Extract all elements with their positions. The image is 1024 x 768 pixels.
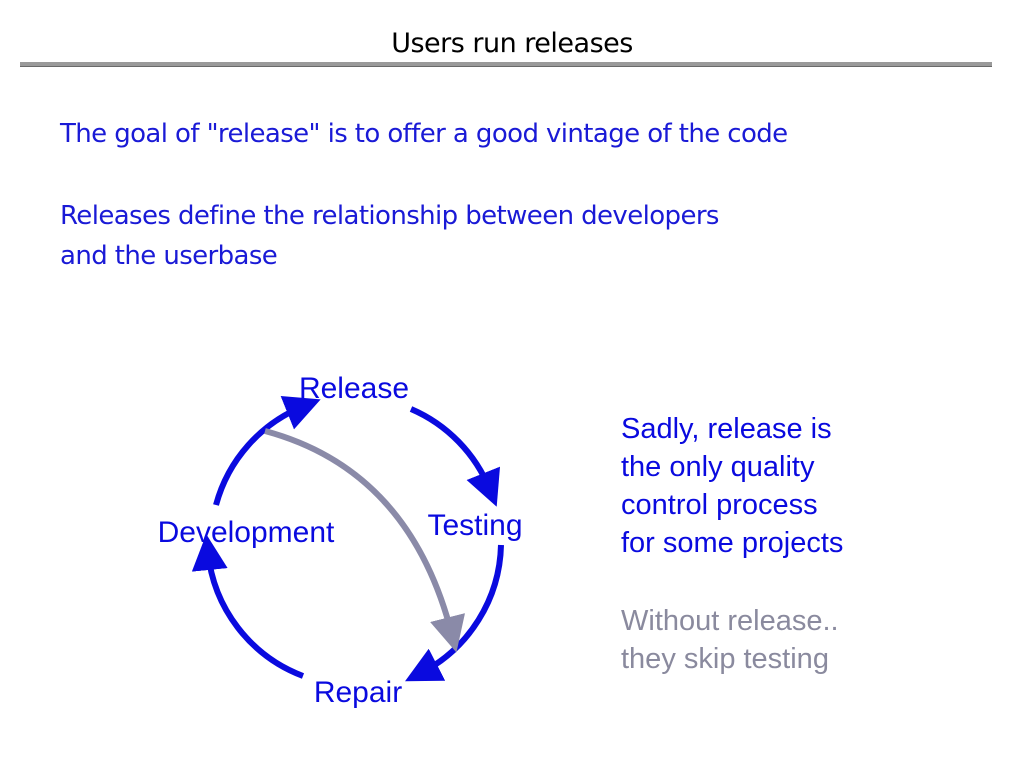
relationship-line-1: Releases define the relationship between… bbox=[60, 201, 719, 231]
arrow-testing-to-repair bbox=[405, 544, 504, 682]
skip-note-line: they skip testing bbox=[621, 643, 829, 675]
skip-note-line: Without release.. bbox=[621, 605, 839, 637]
node-development: Development bbox=[158, 516, 335, 549]
quality-note-line: control process bbox=[621, 489, 818, 521]
quality-note-line: the only quality bbox=[621, 451, 815, 483]
node-repair: Repair bbox=[314, 676, 402, 709]
arrow-repair-to-development bbox=[191, 534, 305, 679]
goal-text: The goal of "release" is to offer a good… bbox=[60, 119, 788, 149]
goal-paragraph: The goal of "release" is to offer a good… bbox=[60, 114, 788, 154]
arrow-development-to-release bbox=[213, 395, 321, 506]
skip-testing-note: Without release.. they skip testing bbox=[621, 602, 839, 678]
relationship-line-2: and the userbase bbox=[60, 241, 278, 271]
slide-title: Users run releases bbox=[391, 28, 633, 59]
node-release: Release bbox=[299, 372, 409, 405]
relationship-paragraph: Releases define the relationship between… bbox=[60, 196, 719, 276]
quality-note-line: Sadly, release is bbox=[621, 413, 832, 445]
quality-note-line: for some projects bbox=[621, 527, 844, 559]
node-testing: Testing bbox=[427, 509, 522, 542]
arrow-release-to-testing bbox=[409, 406, 501, 507]
title-divider bbox=[20, 62, 992, 67]
quality-note: Sadly, release is the only quality contr… bbox=[621, 410, 843, 562]
arrow-release-skip-to-repair bbox=[264, 428, 465, 653]
